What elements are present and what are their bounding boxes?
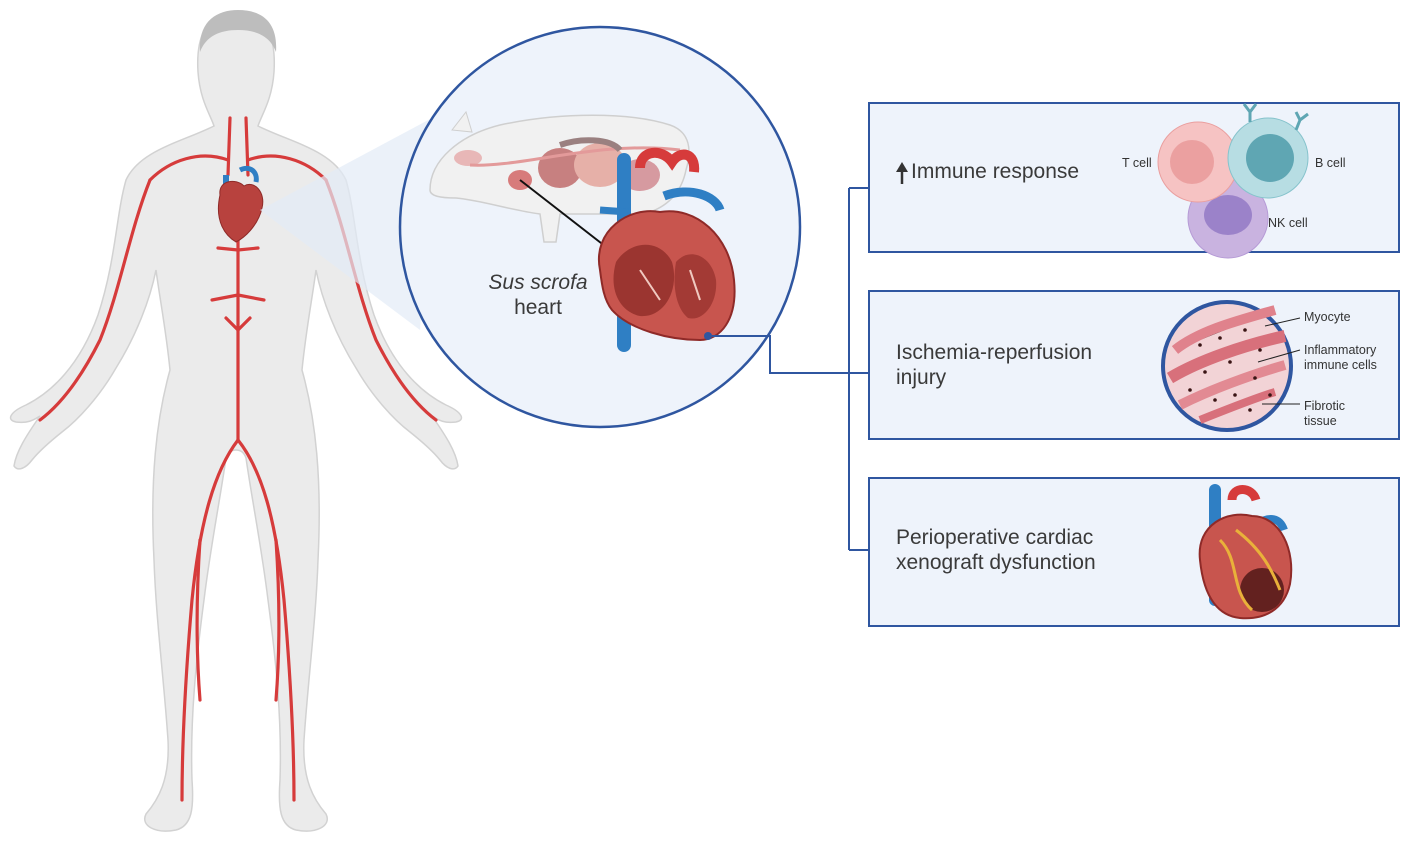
fibrotic-tissue-label: Fibrotic tissue: [1304, 399, 1345, 429]
body-silhouette: [9, 11, 463, 832]
inflammatory-cells-label: Inflammatory immune cells: [1304, 343, 1377, 373]
human-body-figure: [9, 10, 463, 832]
inflammatory-line2: immune cells: [1304, 358, 1377, 372]
nk-cell-label: NK cell: [1268, 216, 1308, 230]
ischemia-title-line2: injury: [896, 366, 947, 389]
species-name: Sus scrofa: [488, 271, 588, 294]
immune-response-title: Immune response: [911, 160, 1080, 183]
panel-immune-response: [868, 102, 1400, 253]
damaged-heart-illustration: [1198, 484, 1293, 620]
connector-lines: [712, 187, 869, 551]
fibrotic-line2: tissue: [1304, 414, 1337, 428]
xenograft-title-line2: xenograft dysfunction: [896, 551, 1096, 574]
fibrotic-line1: Fibrotic: [1304, 399, 1345, 413]
organ-name: heart: [514, 296, 562, 319]
heart-species-label: Sus scrofa heart: [473, 270, 603, 320]
ischemia-title: Ischemia-reperfusion injury: [896, 340, 1092, 390]
zoom-beam: [260, 118, 432, 330]
pointer-line: [519, 179, 611, 251]
panel-ischemia-reperfusion: [868, 290, 1400, 440]
panel-xenograft-dysfunction: [868, 477, 1400, 627]
arteries: [38, 116, 438, 802]
zoom-circle: [398, 25, 802, 429]
pig-heart-illustration: [597, 148, 736, 352]
xenograft-title: Perioperative cardiac xenograft dysfunct…: [896, 525, 1096, 575]
immune-cells-illustration: [1157, 103, 1309, 259]
body-heart-icon: [218, 165, 264, 243]
hair: [199, 10, 277, 52]
ischemia-title-line1: Ischemia-reperfusion: [896, 341, 1093, 364]
inflammatory-line1: Inflammatory: [1304, 343, 1377, 357]
myocyte-label: Myocyte: [1304, 310, 1351, 324]
up-arrow-icon: [896, 162, 908, 184]
b-cell-label: B cell: [1315, 156, 1346, 170]
xenograft-title-line1: Perioperative cardiac: [896, 526, 1094, 549]
t-cell-label: T cell: [1122, 156, 1152, 170]
cardiac-tissue-illustration: [1161, 300, 1301, 432]
